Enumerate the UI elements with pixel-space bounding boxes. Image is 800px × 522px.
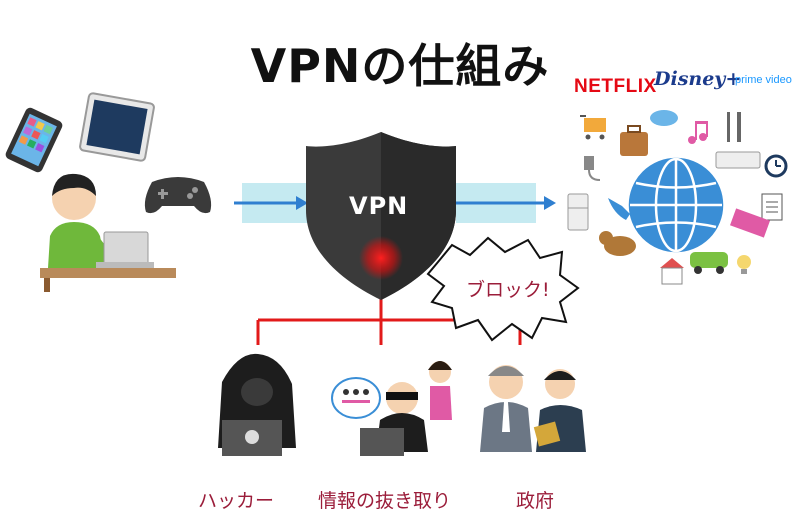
tablet-icon <box>79 92 155 162</box>
arrow-left <box>234 196 308 210</box>
arrow-right <box>452 196 556 210</box>
plug-icon <box>584 156 601 181</box>
data-thief-icon <box>331 361 452 456</box>
shield-label: VPN <box>349 192 409 220</box>
controller-small-icon <box>650 110 678 126</box>
refrigerator-icon <box>567 193 589 231</box>
prime-video-logo: prime video <box>735 74 792 86</box>
government-officials-icon <box>480 365 586 452</box>
piano-keyboard-icon <box>730 208 770 238</box>
dog-icon <box>599 231 636 256</box>
netflix-logo: NETFLIX <box>574 76 657 97</box>
block-speech-bubble <box>426 236 580 342</box>
hacker-icon <box>218 353 296 456</box>
light-bulb-icon <box>737 255 751 274</box>
game-controller-icon <box>144 177 212 214</box>
smartphone-icon <box>5 107 63 173</box>
air-conditioner-icon <box>715 151 761 169</box>
house-icon <box>660 258 684 285</box>
clock-icon <box>764 154 788 178</box>
user-with-laptop-icon <box>40 173 176 292</box>
document-icon <box>761 193 783 221</box>
music-note-icon <box>688 121 708 144</box>
block-bubble-text: ブロック! <box>466 279 550 301</box>
page-title: VPNの仕組み <box>250 39 550 93</box>
phone-icon <box>608 198 630 220</box>
cutlery-icon <box>727 112 741 142</box>
suitcase-icon <box>620 125 648 156</box>
vpn-shield-icon <box>306 132 456 300</box>
disney-plus-logo: Disney+ <box>654 68 742 90</box>
shopping-cart-icon <box>580 115 606 140</box>
data-theft-label: 情報の抜き取り <box>318 490 452 512</box>
hacker-label: ハッカー <box>198 490 275 512</box>
government-label: 政府 <box>516 490 555 512</box>
car-icon <box>690 252 728 274</box>
globe-icon <box>628 157 724 253</box>
